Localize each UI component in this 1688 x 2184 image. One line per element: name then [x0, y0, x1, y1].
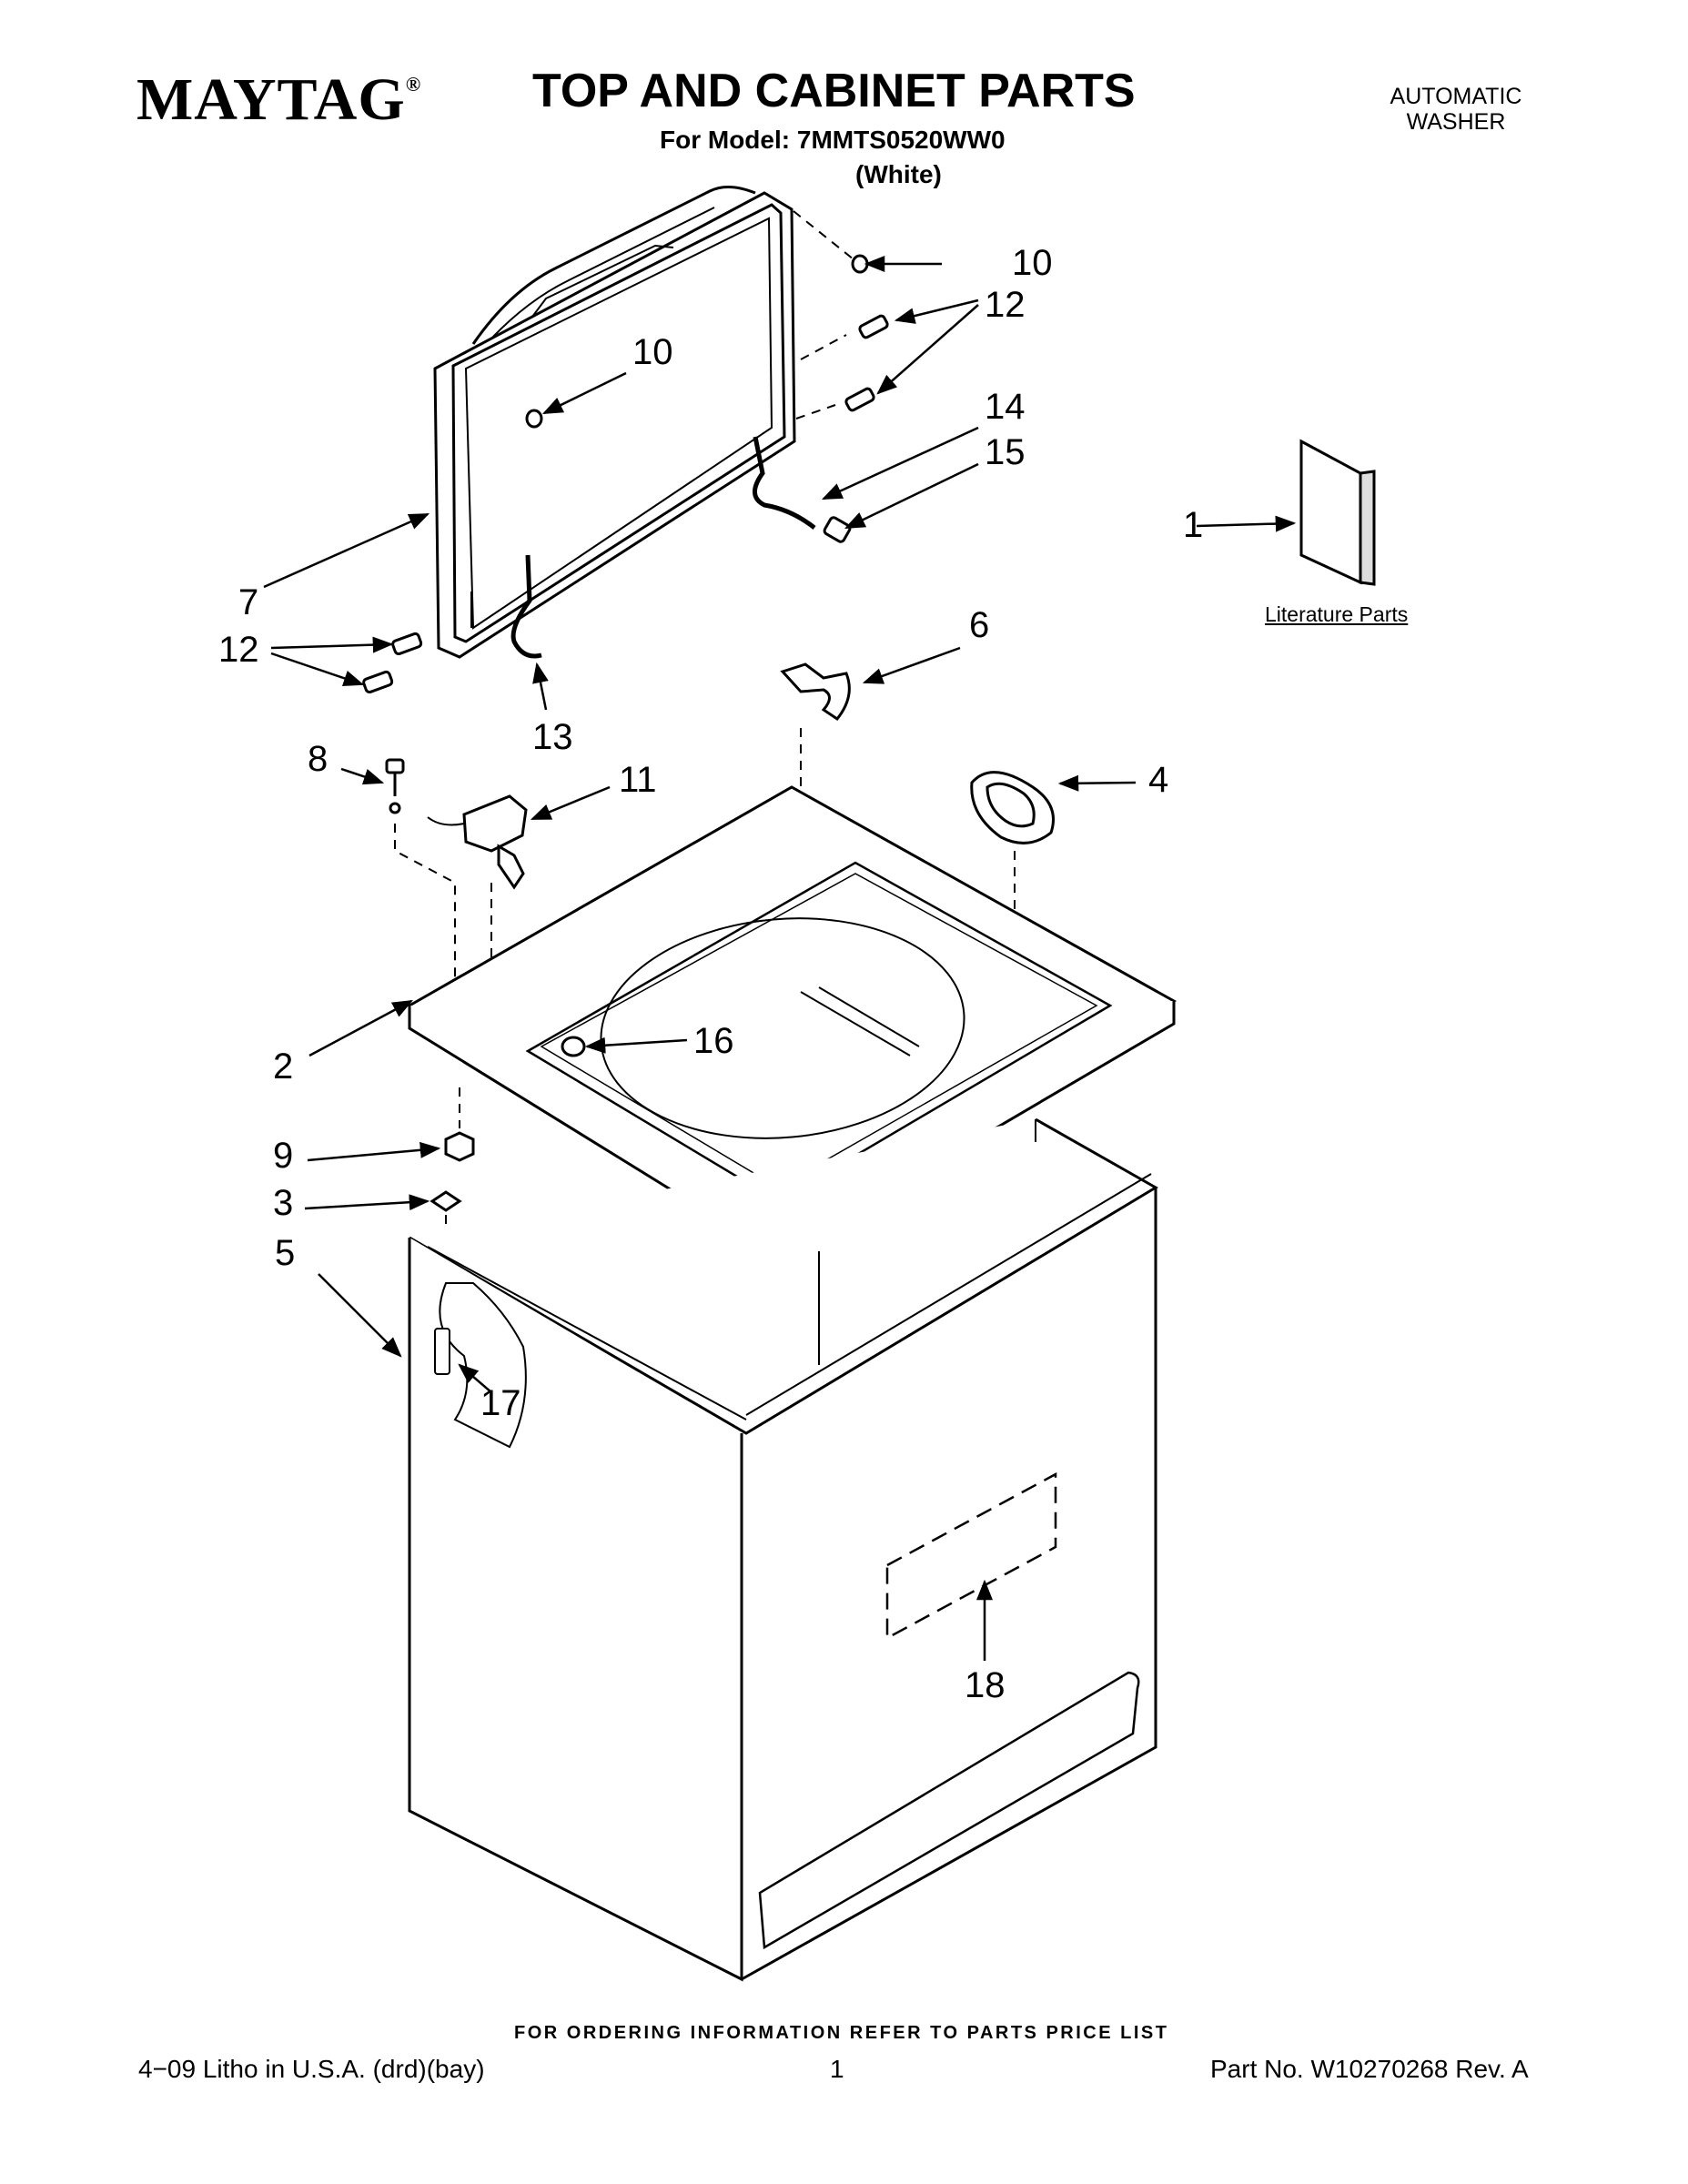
clip-3 [430, 1190, 462, 1212]
serial-label-18 [885, 1471, 1057, 1641]
callout-10-upper: 10 [1012, 243, 1053, 283]
nut-9 [444, 1131, 475, 1162]
switch-screw-8 [385, 758, 405, 814]
lid-lock-bracket-6 [780, 662, 851, 722]
callout-16: 16 [693, 1021, 734, 1061]
callout-4: 4 [1148, 760, 1169, 800]
color-line: (White) [855, 160, 942, 188]
callout-8: 8 [308, 739, 329, 779]
callout-6: 6 [969, 605, 990, 645]
tub-ring-16 [561, 1036, 586, 1057]
callout-3: 3 [273, 1183, 294, 1223]
part-number: Part No. W10270268 Rev. A [1210, 2055, 1529, 2083]
callout-12-upper: 12 [985, 285, 1026, 325]
hinge-13 [510, 554, 542, 659]
appliance-type: AUTOMATIC WASHER [1374, 84, 1538, 135]
hinge-14 [753, 436, 816, 530]
callout-11: 11 [619, 760, 657, 800]
callout-10-lower: 10 [632, 332, 673, 372]
hinge-screw-group [362, 314, 889, 694]
lid-bumper-10b [525, 409, 543, 429]
appliance-type-line1: AUTOMATIC [1390, 84, 1522, 109]
callout-7: 7 [238, 582, 259, 622]
callout-13: 13 [532, 717, 573, 757]
page-title: TOP AND CABINET PARTS [532, 65, 1136, 117]
softener-cup-4 [970, 771, 1055, 844]
page-number: 1 [830, 2055, 844, 2083]
literature-parts-label: Literature Parts [1265, 602, 1409, 626]
callout-2: 2 [273, 1046, 294, 1087]
litho-line: 4−09 Litho in U.S.A. (drd)(bay) [138, 2055, 485, 2083]
callout-14: 14 [985, 387, 1026, 427]
callout-9: 9 [273, 1136, 294, 1176]
appliance-type-line2: WASHER [1406, 109, 1506, 135]
literature-booklet [1299, 439, 1376, 586]
top-panel-2 [407, 785, 1178, 1258]
callout-15: 15 [985, 432, 1026, 472]
lid-switch-11 [427, 794, 528, 890]
callout-1: 1 [1183, 505, 1204, 545]
cabinet-5 [408, 1117, 1158, 1982]
callout-18: 18 [965, 1665, 1006, 1705]
model-line: For Model: 7MMTS0520WW0 [660, 126, 1006, 154]
callout-17: 17 [480, 1383, 521, 1423]
lid-bumper-10a [851, 254, 869, 274]
callout-leaders [263, 256, 1297, 1661]
lid-screw-15 [823, 516, 852, 543]
callout-5: 5 [275, 1233, 296, 1273]
callout-12-lower: 12 [218, 630, 259, 670]
brand-name: MAYTAG [136, 66, 406, 133]
lid-assembly [433, 186, 796, 659]
brand-registered-mark: ® [405, 73, 422, 96]
ordering-note: FOR ORDERING INFORMATION REFER TO PARTS … [514, 2023, 1169, 2043]
brand-logo: MAYTAG® [136, 66, 421, 135]
